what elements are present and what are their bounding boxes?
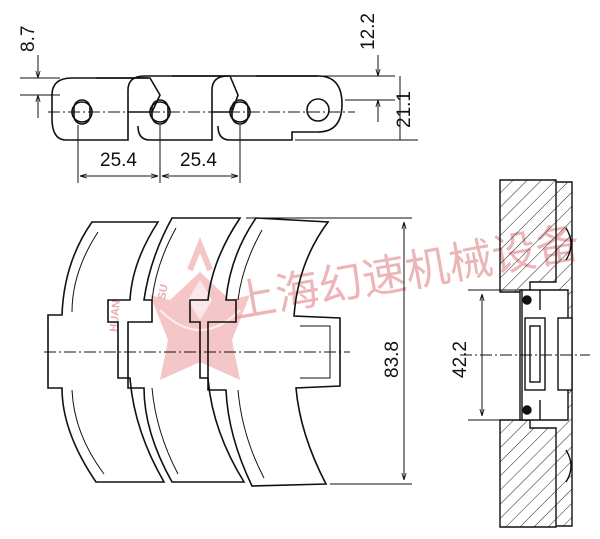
dim-label-42-2: 42.2 (450, 341, 471, 378)
section-frame-top (499, 179, 557, 293)
plan-view-dimensions (246, 217, 412, 485)
plan-view (44, 217, 350, 487)
dim-label-pitch-2: 25.4 (180, 150, 217, 171)
section-view (499, 179, 573, 528)
dim-label-12-2: 12.2 (358, 13, 379, 50)
plan-link-3 (207, 217, 341, 487)
dim-label-pitch-1: 25.4 (100, 150, 137, 171)
dim-label-8-7: 8.7 (18, 26, 39, 52)
side-view (48, 75, 355, 141)
plan-link-1 (47, 221, 166, 483)
section-view-dimensions (460, 289, 590, 421)
plan-link-2 (127, 217, 246, 483)
dim-label-83-8: 83.8 (382, 341, 403, 378)
dim-label-21-1: 21.1 (394, 91, 415, 128)
watermark-logo-left: HUAN (108, 300, 123, 333)
side-view-dimensions (20, 55, 418, 183)
section-frame-bottom (499, 419, 557, 528)
watermark-logo-right: SU (156, 283, 170, 300)
